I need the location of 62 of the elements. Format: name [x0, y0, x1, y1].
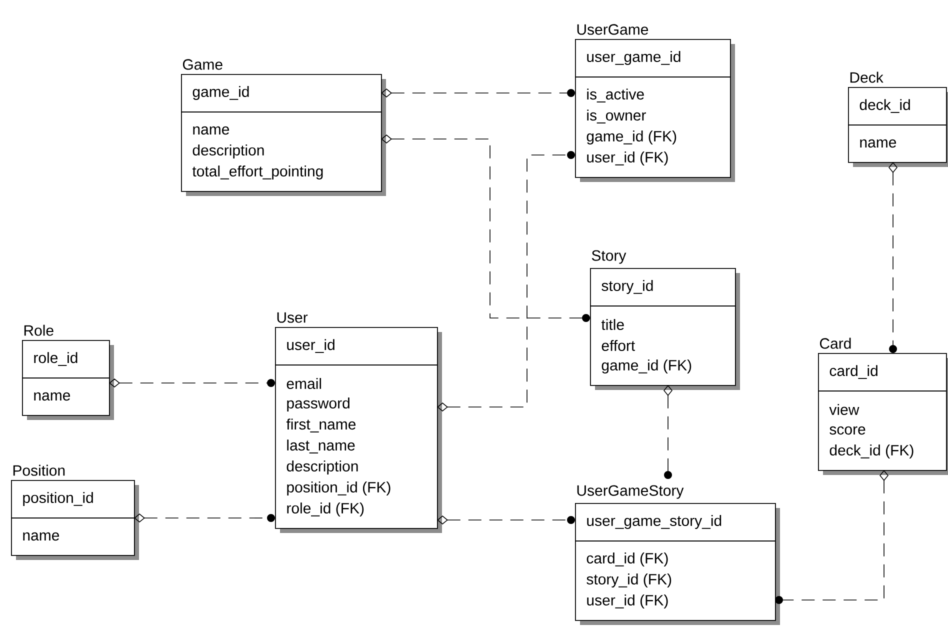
attribute: deck_id (FK) [830, 444, 914, 458]
attribute: view [829, 404, 860, 415]
relationship-line [134, 514, 275, 522]
entity-name: UserGame [577, 24, 648, 35]
entity-box [10, 464, 139, 560]
attribute: role_id (FK) [287, 502, 364, 516]
relationship-line [888, 162, 898, 353]
attribute: story_id (FK) [586, 574, 672, 588]
attribute: is_owner [587, 110, 646, 124]
entity-name: User [277, 312, 308, 323]
relationship-line [437, 151, 575, 412]
attribute: effort [602, 340, 636, 351]
relationship-line [109, 378, 275, 388]
attribute: password [287, 398, 350, 412]
attribute: total_effort_pointing [192, 166, 323, 180]
attribute: title [601, 319, 624, 330]
entity-name: Role [24, 324, 54, 336]
entity-box [22, 324, 114, 420]
attribute: email [286, 378, 322, 389]
key-attribute: user_game_story_id [587, 515, 722, 529]
entity-box [590, 250, 740, 390]
relationship-line [775, 470, 888, 604]
entity-name: UserGameStory [577, 485, 684, 499]
key-attribute: story_id [602, 280, 653, 294]
attribute: name [860, 139, 896, 148]
entity-box [574, 485, 780, 625]
attribute: description [192, 144, 264, 158]
attribute: card_id (FK) [586, 552, 668, 566]
relationship-line [381, 88, 575, 98]
entity-box [274, 312, 442, 533]
key-attribute: game_id [192, 86, 249, 100]
attribute: name [23, 532, 60, 541]
entity-name: Position [13, 464, 65, 476]
attribute: is_active [587, 88, 644, 102]
entity-name: Card [820, 338, 851, 349]
entity-box [180, 59, 386, 196]
attribute: name [193, 126, 230, 135]
entity-box [818, 338, 948, 475]
relationship-line [437, 516, 575, 524]
key-attribute: position_id [23, 492, 93, 506]
entity-name: Game [182, 59, 222, 70]
key-attribute: card_id [830, 365, 878, 379]
attribute: name [34, 392, 70, 401]
entity-name: Story [592, 250, 626, 264]
key-attribute: user_game_id [587, 51, 680, 65]
attribute: first_name [286, 418, 356, 432]
attribute: user_id (FK) [587, 594, 668, 608]
attribute: position_id (FK) [287, 482, 390, 496]
entity-box [574, 24, 735, 182]
key-attribute: deck_id [860, 99, 910, 113]
attribute: game_id (FK) [602, 360, 692, 374]
relationship-line [381, 134, 590, 322]
attribute: last_name [287, 440, 355, 454]
attribute: score [830, 426, 866, 435]
key-attribute: user_id [287, 339, 334, 353]
relationship-line [664, 385, 672, 479]
key-attribute: role_id [34, 352, 78, 366]
entity-box [848, 72, 948, 167]
entity-name: Deck [850, 72, 884, 83]
attribute: user_id (FK) [587, 152, 668, 166]
attribute: description [286, 460, 358, 474]
attribute: game_id (FK) [586, 130, 676, 144]
